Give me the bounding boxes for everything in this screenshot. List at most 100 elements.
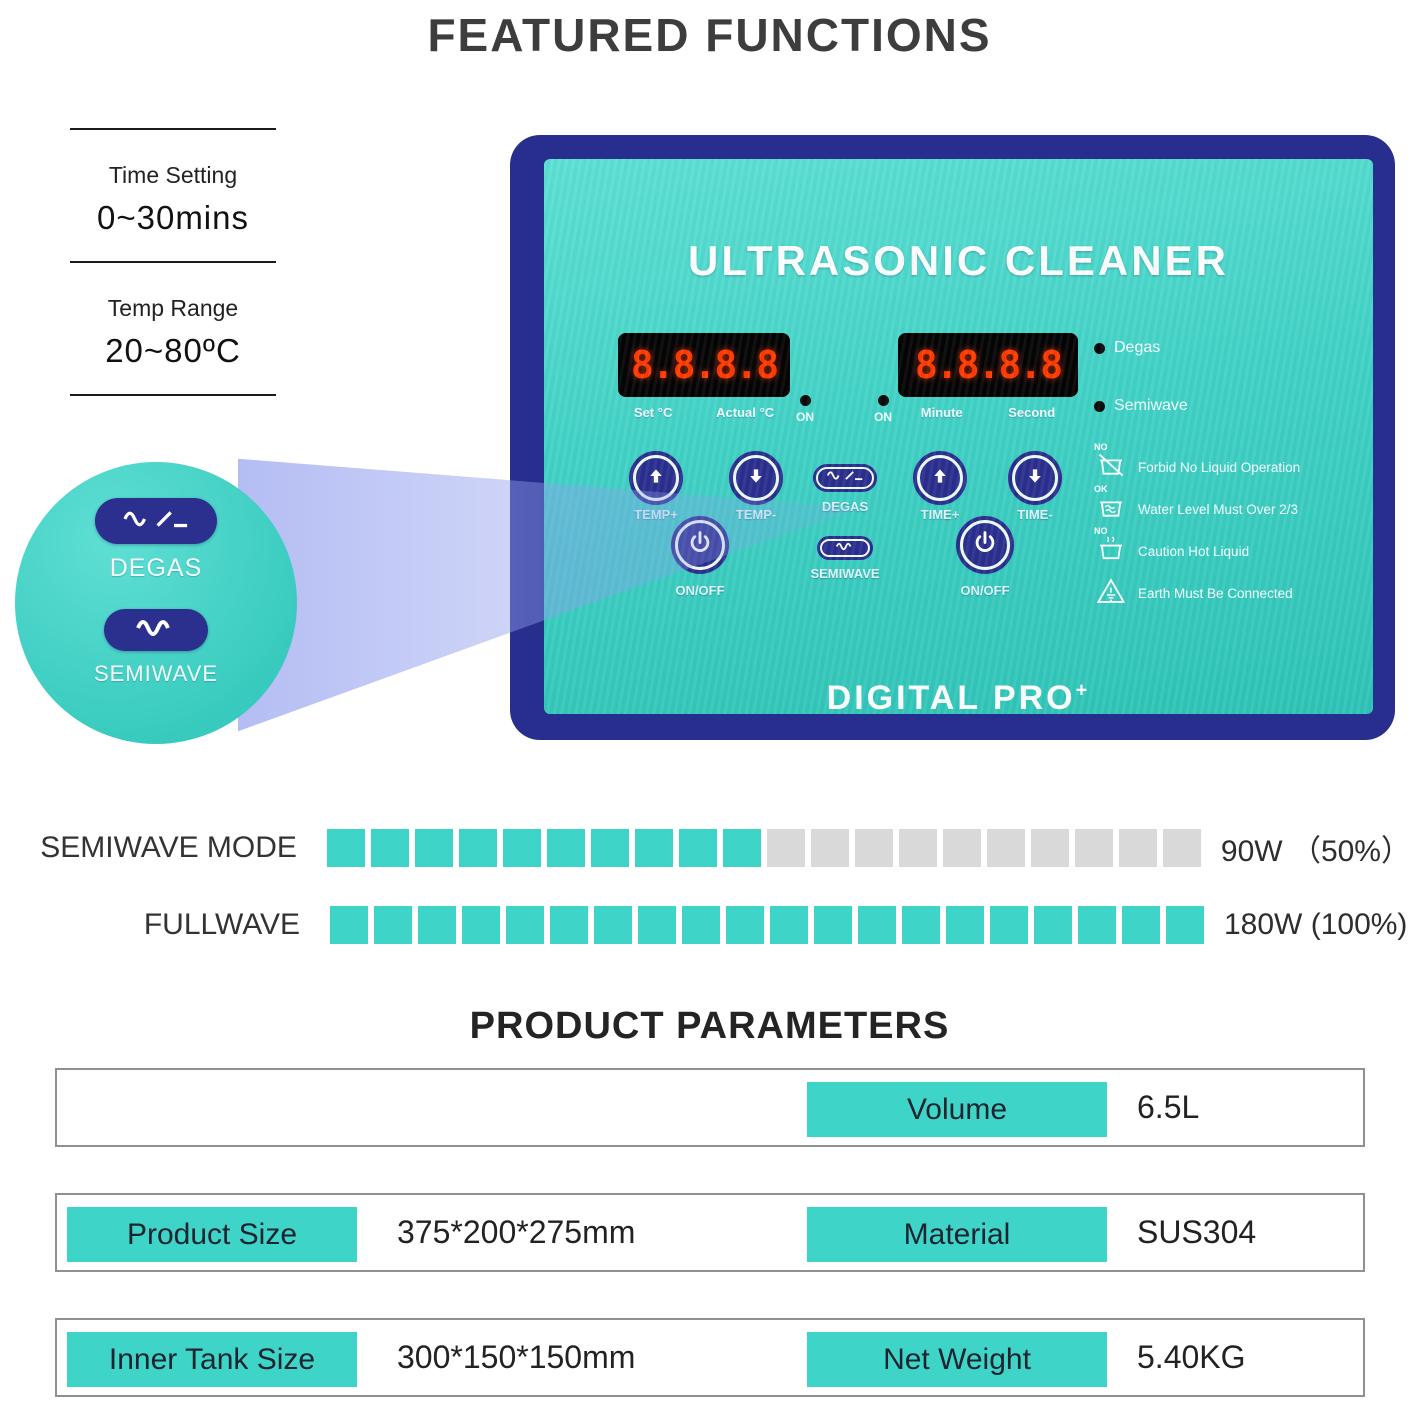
- control-panel-face: ULTRASONIC CLEANER 8.8.8.8 Set °C Actual…: [544, 159, 1374, 717]
- callout-semiwave-label: SEMIWAVE: [93, 661, 219, 686]
- param-label-volume: Volume: [807, 1082, 1107, 1137]
- power-block-filled: [682, 906, 720, 944]
- hot-liquid-icon: NO: [1094, 526, 1126, 568]
- semiwave-button-zoomed: [104, 609, 208, 651]
- fullwave-power-value: 180W (100%): [1224, 908, 1408, 941]
- set-temp-label: Set °C: [633, 405, 673, 420]
- param-row-volume: Volume 6.5L: [55, 1068, 1365, 1147]
- earth-warning-icon: [1096, 577, 1126, 610]
- semiwave-button[interactable]: [820, 539, 870, 557]
- warning-badge: NO: [1094, 442, 1108, 452]
- power-block-filled: [370, 829, 409, 867]
- spec-time-setting: Time Setting 0~30mins: [70, 128, 276, 261]
- actual-temp-label: Actual °C: [716, 405, 775, 420]
- power-block-filled: [326, 829, 365, 867]
- time-plus-button[interactable]: [917, 455, 963, 501]
- degas-wave-icon: [120, 507, 192, 536]
- power-block-filled: [634, 829, 673, 867]
- no-liquid-icon: NO: [1094, 442, 1126, 484]
- power-block-filled: [946, 906, 984, 944]
- on-label: ON: [796, 410, 814, 424]
- semiwave-mode-label: SEMIWAVE MODE: [40, 831, 297, 864]
- param-value-inner-tank: 300*150*150mm: [397, 1339, 636, 1375]
- power-block-empty: [942, 829, 981, 867]
- temperature-led-display: 8.8.8.8: [618, 333, 790, 397]
- warning-badge: NO: [1094, 526, 1108, 536]
- warning-text: Forbid No Liquid Operation: [1138, 460, 1301, 475]
- warning-badge: OK: [1094, 484, 1108, 494]
- led-dot-icon: [1094, 342, 1105, 354]
- power-block-filled: [502, 829, 541, 867]
- param-row-tank-weight: Inner Tank Size 300*150*150mm Net Weight…: [55, 1318, 1365, 1397]
- power-button-right[interactable]: [960, 520, 1010, 570]
- power-block-empty: [810, 829, 849, 867]
- temperature-digits: 8.8.8.8: [630, 343, 779, 387]
- warning-no-liquid: NO Forbid No Liquid Operation: [1094, 442, 1374, 484]
- second-label: Second: [1008, 405, 1056, 420]
- power-block-filled: [1122, 906, 1160, 944]
- param-row-size-material: Product Size 375*200*275mm Material SUS3…: [55, 1193, 1365, 1272]
- degas-button[interactable]: [816, 467, 874, 489]
- power-block-filled: [458, 829, 497, 867]
- param-value-product-size: 375*200*275mm: [397, 1214, 636, 1250]
- power-block-filled: [506, 906, 544, 944]
- power-button-left[interactable]: [675, 520, 725, 570]
- power-right-label: ON/OFF: [960, 583, 1010, 598]
- control-panel: ULTRASONIC CLEANER 8.8.8.8 Set °C Actual…: [510, 135, 1395, 740]
- temp-plus-button[interactable]: [633, 455, 679, 501]
- semiwave-power-bar: [326, 829, 1201, 867]
- semiwave-button-label: SEMIWAVE: [810, 566, 880, 581]
- degas-wave-icon: [825, 469, 865, 487]
- spec-label: Temp Range: [107, 295, 239, 321]
- callout-degas-label: DEGAS: [109, 554, 203, 582]
- power-block-empty: [1118, 829, 1157, 867]
- power-block-filled: [858, 906, 896, 944]
- power-block-empty: [986, 829, 1025, 867]
- power-block-filled: [722, 829, 761, 867]
- power-block-filled: [414, 829, 453, 867]
- warning-text: Caution Hot Liquid: [1138, 544, 1250, 559]
- warning-water-level: OK Water Level Must Over 2/3: [1094, 484, 1374, 526]
- warning-text: Water Level Must Over 2/3: [1138, 502, 1299, 517]
- page-title: FEATURED FUNCTIONS: [427, 9, 992, 61]
- power-block-filled: [1034, 906, 1072, 944]
- power-block-empty: [1074, 829, 1113, 867]
- semiwave-indicator: Semiwave: [1094, 397, 1188, 415]
- power-block-filled: [462, 906, 500, 944]
- power-icon: [687, 530, 713, 561]
- time-minus-button[interactable]: [1012, 455, 1058, 501]
- semiwave-power-value: 90W （50%）: [1220, 835, 1411, 868]
- model-plus: +: [1075, 679, 1091, 702]
- led-dot-icon: [1094, 400, 1105, 412]
- arrow-down-icon: [1025, 466, 1045, 491]
- power-block-empty: [854, 829, 893, 867]
- button-zoom-callout: DEGAS SEMIWAVE: [15, 462, 297, 744]
- temp-minus-label: TEMP-: [735, 507, 777, 522]
- spec-value: 20~80ºC: [105, 332, 241, 369]
- time-plus-label: TIME+: [920, 507, 960, 522]
- time-minus-label: TIME-: [1017, 507, 1053, 522]
- power-block-filled: [770, 906, 808, 944]
- param-label-net-weight: Net Weight: [807, 1332, 1107, 1387]
- param-label-inner-tank: Inner Tank Size: [67, 1332, 357, 1387]
- power-block-filled: [726, 906, 764, 944]
- panel-brand-title: ULTRASONIC CLEANER: [688, 237, 1229, 284]
- warning-earth: Earth Must Be Connected: [1096, 577, 1374, 610]
- degas-button-zoomed: [95, 498, 217, 544]
- power-block-empty: [1162, 829, 1201, 867]
- temp-minus-button[interactable]: [733, 455, 779, 501]
- model-text: DIGITAL PRO: [826, 679, 1076, 717]
- power-block-filled: [550, 906, 588, 944]
- minute-label: Minute: [920, 405, 963, 420]
- power-block-filled: [590, 829, 629, 867]
- time-digits: 8.8.8.8: [914, 343, 1063, 387]
- on-label: ON: [874, 410, 892, 424]
- semiwave-wave-icon: [833, 539, 857, 557]
- water-level-icon: OK: [1094, 484, 1126, 526]
- fullwave-power-row: FULLWAVE 180W (100%): [15, 906, 1411, 944]
- arrow-up-icon: [646, 466, 666, 491]
- power-block-filled: [1166, 906, 1204, 944]
- power-block-filled: [546, 829, 585, 867]
- temp-on-indicator: ON: [796, 395, 814, 424]
- led-dot-icon: [799, 395, 811, 406]
